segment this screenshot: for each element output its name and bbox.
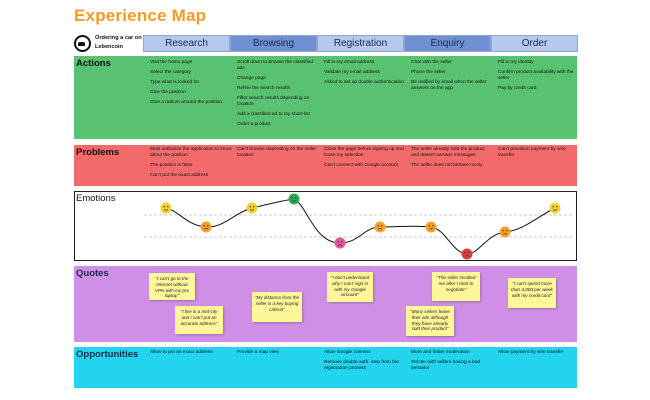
action-item: Phone the seller [411,70,446,75]
neutral-face-icon [499,226,511,238]
action-item: Filter search results depending on locat… [237,96,310,107]
neutral-face-icon [374,221,386,233]
action-item: Scroll down to browse the classified ads [237,60,313,71]
actions-browsing: Scroll down to browse the classified ads… [237,60,317,132]
emotion-curve-chart [144,193,574,260]
opportunities-registration: Allow Google connect Remove double auth.… [324,350,404,376]
very-sad-face-icon [461,248,473,260]
sad-face-icon [334,237,346,249]
action-item: Be notified by email when the seller ans… [411,80,487,91]
problem-item: The position is false [150,163,193,168]
action-item: Validate my email address [324,70,380,75]
problem-item: Can't browse depending on the seller loc… [237,147,317,158]
action-item: Fill in my identity [498,60,534,65]
opportunity-item: Allow payment by wire transfer [498,350,564,355]
action-item: Asked to set up double authentication [324,80,405,85]
project-name: Ordering a car on Lebencoin [95,35,142,50]
problems-enquiry: The seller already sold the product and … [411,147,491,173]
opportunity-item: Remove double auth. step from the regist… [324,360,399,371]
neutral-face-icon [425,221,437,233]
opportunity-item: More and faster moderation [411,350,470,355]
quote-note: "I live in a mid-city and I can't put an… [175,306,223,334]
phase-research[interactable]: Research [143,35,230,52]
opportunity-item: Provide a map view [237,350,279,355]
emotion-faces [160,193,561,260]
action-item: Visit the home page [150,60,193,65]
action-item: Change page [237,76,266,81]
quote-note: "I don't understand why I can't sign in … [327,272,373,302]
quote-note: "The seller insulted me after I tried to… [432,272,480,301]
problems-research: Must authorize the application to know a… [150,147,232,183]
opportunities-browsing: Provide a map view [237,350,317,360]
action-item: Give the position [150,90,186,95]
happy-face-icon [246,202,258,214]
emotions-lane [74,191,577,261]
problems-label: Problems [76,147,120,158]
problem-item: The seller does not behave nicely [411,163,483,168]
problems-registration: Close the page before signing up and loo… [324,147,404,173]
phase-order[interactable]: Order [491,35,578,52]
action-item: Select the category [150,70,192,75]
opportunities-enquiry: More and faster moderation Stricter with… [411,350,491,376]
happy-face-icon [160,202,172,214]
emotions-label: Emotions [76,193,116,204]
actions-label: Actions [76,58,111,69]
quotes-label: Quotes [76,268,109,279]
actions-lane: Actions [74,56,577,139]
actions-enquiry: Chat with the seller Phone the seller Be… [411,60,491,96]
happy-face-icon [549,202,561,214]
opportunity-item: Allow Google connect [324,350,371,355]
actions-research: Visit the home page Select the category … [150,60,230,110]
page-title: Experience Map [74,6,207,25]
problem-item: Can't connect with Google account [324,163,398,168]
action-item: Type what is looked for [150,80,200,85]
opportunities-research: Allow to put an exact address [150,350,230,360]
action-item: Pay by credit card [498,86,537,91]
quote-note: "I can't go to the Internet without VPN … [149,273,195,300]
action-item: Chat with the seller [411,60,452,65]
problem-item: Can't put the exact address [150,173,209,178]
action-item: Add a classified ad to my short-list [237,112,310,117]
action-item: Give a radium around the position [150,100,222,105]
actions-order: Fill in my identity Confirm product avai… [498,60,574,96]
phase-enquiry[interactable]: Enquiry [404,35,491,52]
car-logo-icon [74,35,91,52]
actions-registration: Fill in my email address Validate my ema… [324,60,404,90]
action-item: Fill in my email address [324,60,375,65]
opportunity-item: Stricter with sellers having a bad behav… [411,360,481,371]
action-item: Refine the search results [237,86,291,91]
neutral-face-icon [200,221,212,233]
quote-note: "I can't spend more than 4,000 per week … [508,278,556,308]
phase-browsing[interactable]: Browsing [230,35,317,52]
problem-item: Must authorize the application to know a… [150,147,232,158]
emotion-curve [165,198,556,255]
problems-browsing: Can't browse depending on the seller loc… [237,147,317,163]
phase-registration[interactable]: Registration [317,35,404,52]
opportunities-label: Opportunities [76,349,139,360]
quote-note: "Many sellers leave their ads although t… [406,306,454,336]
problems-order: Can't provision payment by wire transfer [498,147,574,163]
problems-lane: Problems [74,145,577,186]
problem-item: The seller already sold the product and … [411,147,485,158]
quote-note: "My distance from the seller is a key bu… [252,292,302,322]
problem-item: Can't provision payment by wire transfer [498,147,566,158]
problem-item: Close the page before signing up and loo… [324,147,404,158]
project-label: Ordering a car on Lebencoin [74,34,144,54]
action-item: Order a product [237,122,271,127]
opportunity-item: Allow to put an exact address [150,350,213,355]
opportunities-lane: Opportunities [74,347,577,388]
opportunities-order: Allow payment by wire transfer [498,350,574,360]
very-happy-face-icon [288,193,300,205]
action-item: Confirm product availability with the se… [498,70,574,81]
